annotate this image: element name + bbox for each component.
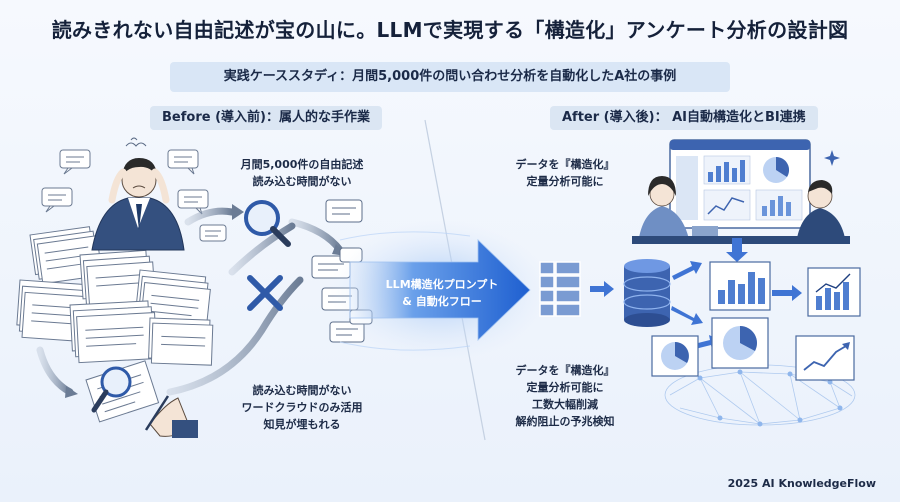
after-note-bottom-line: 解約阻止の予兆検知 (515, 415, 615, 428)
table-grid-icon (539, 261, 581, 317)
stressed-person-icon (91, 137, 185, 251)
before-heading: Before (導入前)：属人的な手作業 (150, 106, 382, 130)
line-chart-icon (795, 335, 855, 381)
before-note-top: 月間5,000件の自由記述 読み込む時間がない (222, 156, 382, 190)
database-icon (623, 259, 671, 327)
before-note-bottom-line: 知見が埋もれる (263, 418, 341, 431)
pie-chart-icon (711, 317, 769, 369)
after-note-bottom-line: 定量分析可能に (526, 381, 604, 394)
after-note-top-line: 定量分析可能に (526, 175, 604, 188)
dashboard-icon (669, 139, 811, 229)
bar-chart-icon (709, 261, 771, 311)
page-title: 読みきれない自由記述が宝の山に。LLMで実現する「構造化」アンケート分析の設計図 (51, 18, 849, 42)
sparkle-icon (824, 150, 840, 166)
after-note-bottom-line: データを『構造化』 (515, 364, 615, 377)
arrow-label-line: LLM構造化プロンプト (385, 278, 499, 291)
network-icon (664, 364, 856, 426)
paper-stack-icon (16, 226, 214, 366)
pie-chart-icon (651, 335, 699, 377)
document-review-icon (85, 360, 198, 438)
transform-arrow-label: LLM構造化プロンプト & 自動化フロー (372, 276, 512, 310)
after-note-top: データを『構造化』 定量分析可能に (490, 156, 640, 190)
before-note-bottom-line: ワードクラウドのみ活用 (241, 401, 363, 414)
workflow-arrows (36, 207, 344, 396)
cross-icon (247, 275, 283, 311)
after-note-bottom-line: 工数大幅削減 (532, 398, 598, 411)
speech-bubble-icon (41, 149, 227, 242)
transform-arrow (349, 239, 531, 341)
before-note-bottom-line: 読み込む時間がない (252, 384, 352, 397)
before-note-top-line: 月間5,000件の自由記述 (240, 158, 364, 171)
arrow-label-line: & 自動化フロー (402, 295, 482, 308)
after-note-top-line: データを『構造化』 (515, 158, 615, 171)
after-heading: After (導入後)： AI自動構造化とBI連携 (550, 106, 818, 130)
before-note-bottom: 読み込む時間がない ワードクラウドのみ活用 知見が埋もれる (222, 382, 382, 433)
magnifier-icon (244, 200, 291, 247)
bar-chart-icon (807, 267, 861, 317)
case-study-subtitle: 実践ケーススタディ：月間5,000件の問い合わせ分析を自動化したA社の事例 (170, 62, 730, 92)
after-note-bottom: データを『構造化』 定量分析可能に 工数大幅削減 解約阻止の予兆検知 (490, 362, 640, 430)
before-note-top-line: 読み込む時間がない (252, 175, 352, 188)
footer-credit: 2025 AI KnowledgeFlow (727, 477, 876, 490)
